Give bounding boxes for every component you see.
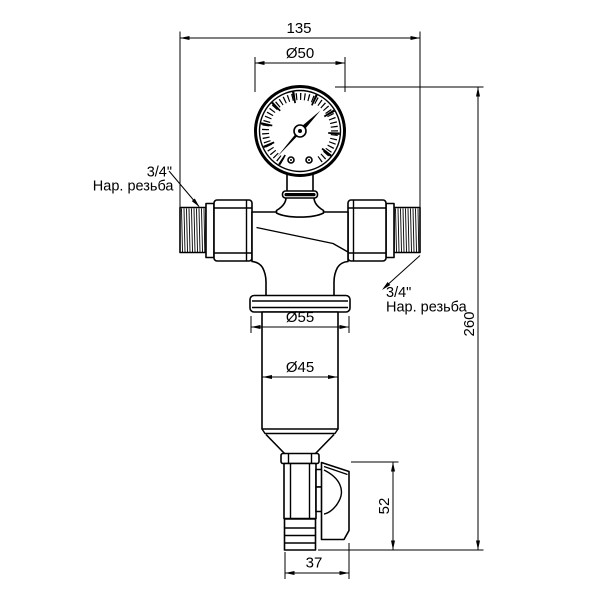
o-ring-seal <box>284 193 316 197</box>
dim-arrow-icon <box>285 571 295 575</box>
gauge-stem <box>286 174 314 192</box>
dim-arrow-icon <box>391 540 395 550</box>
left-thread <box>179 202 215 259</box>
dim-collar-diameter: Ø55 <box>251 309 349 329</box>
thread-size-label: 3/4" <box>386 285 411 301</box>
body-outline <box>251 211 349 297</box>
gauge-screw-dot <box>290 159 292 161</box>
nut-facets <box>214 200 252 261</box>
dim-overall-height: 260 <box>461 87 480 550</box>
drain-handle <box>320 461 350 541</box>
dim-arrow-icon <box>476 540 480 550</box>
dim-value: Ø45 <box>286 359 314 376</box>
dim-drain-height: 52 <box>376 462 395 550</box>
callout-left-thread: 3/4" Нар. резьба <box>93 165 202 209</box>
dim-value: 37 <box>306 555 323 572</box>
valve-hex <box>280 452 320 465</box>
thread-type-label: Нар. резьба <box>93 179 175 195</box>
dim-value: Ø55 <box>286 309 314 326</box>
pressure-gauge <box>254 85 346 177</box>
valve-body-facets <box>289 463 311 519</box>
barb-ridges <box>284 527 316 544</box>
dim-value: Ø50 <box>286 45 314 62</box>
handle-outline <box>320 461 350 541</box>
dim-bowl-diameter: Ø45 <box>262 359 338 379</box>
dim-arrow-icon <box>476 87 480 97</box>
bowl-cone <box>265 433 335 455</box>
gauge-inner-ring <box>258 89 342 173</box>
gauge-needle-tail <box>277 129 302 157</box>
trumpet-flare <box>275 196 325 218</box>
thread-size-label: 3/4" <box>147 165 172 181</box>
drain-valve <box>280 452 324 520</box>
handle-top-edge <box>323 465 348 476</box>
dim-value: 260 <box>461 311 478 336</box>
right-thread <box>385 202 421 259</box>
valve-body <box>283 462 317 520</box>
leader-line <box>383 255 421 289</box>
thread-washer <box>205 202 215 259</box>
extension-lines <box>179 31 484 579</box>
thread-type-label: Нар. резьба <box>386 300 468 316</box>
filter-bowl <box>261 311 339 455</box>
gauge-hub-pin <box>298 129 302 133</box>
gauge-screw-dot <box>308 159 310 161</box>
hose-barb <box>283 518 317 551</box>
gauge-connection <box>275 174 325 218</box>
thread-washer <box>385 202 395 259</box>
right-union-nut <box>347 199 387 262</box>
body-contour-line <box>256 226 349 253</box>
dim-value: 135 <box>286 20 311 37</box>
dim-overall-width: 135 <box>180 20 420 40</box>
dim-gauge-diameter: Ø50 <box>255 45 345 65</box>
handle-inner-curve <box>323 469 343 515</box>
left-union-nut <box>213 199 253 262</box>
dim-arrow-icon <box>391 462 395 472</box>
dim-value: 52 <box>376 498 393 515</box>
nut-facets <box>348 200 386 261</box>
dim-arrow-icon <box>251 325 261 329</box>
filter-head-body <box>251 211 349 297</box>
bowl-bottom-edge <box>261 428 339 435</box>
dim-arrow-icon <box>339 571 349 575</box>
dim-arrow-icon <box>410 36 420 40</box>
dim-arrow-icon <box>180 36 190 40</box>
collar-grooves <box>252 300 348 309</box>
dim-drain-width: 37 <box>285 555 349 575</box>
dim-arrow-icon <box>339 325 349 329</box>
barb-outline <box>283 518 317 551</box>
valve-hex-facets <box>287 453 313 464</box>
dim-arrow-icon <box>335 61 345 65</box>
dim-arrow-icon <box>255 61 265 65</box>
thread-hatching <box>395 208 420 253</box>
bowl-outline <box>261 311 339 430</box>
thread-hatching <box>181 208 206 253</box>
callout-right-thread: 3/4" Нар. резьба <box>380 255 468 316</box>
